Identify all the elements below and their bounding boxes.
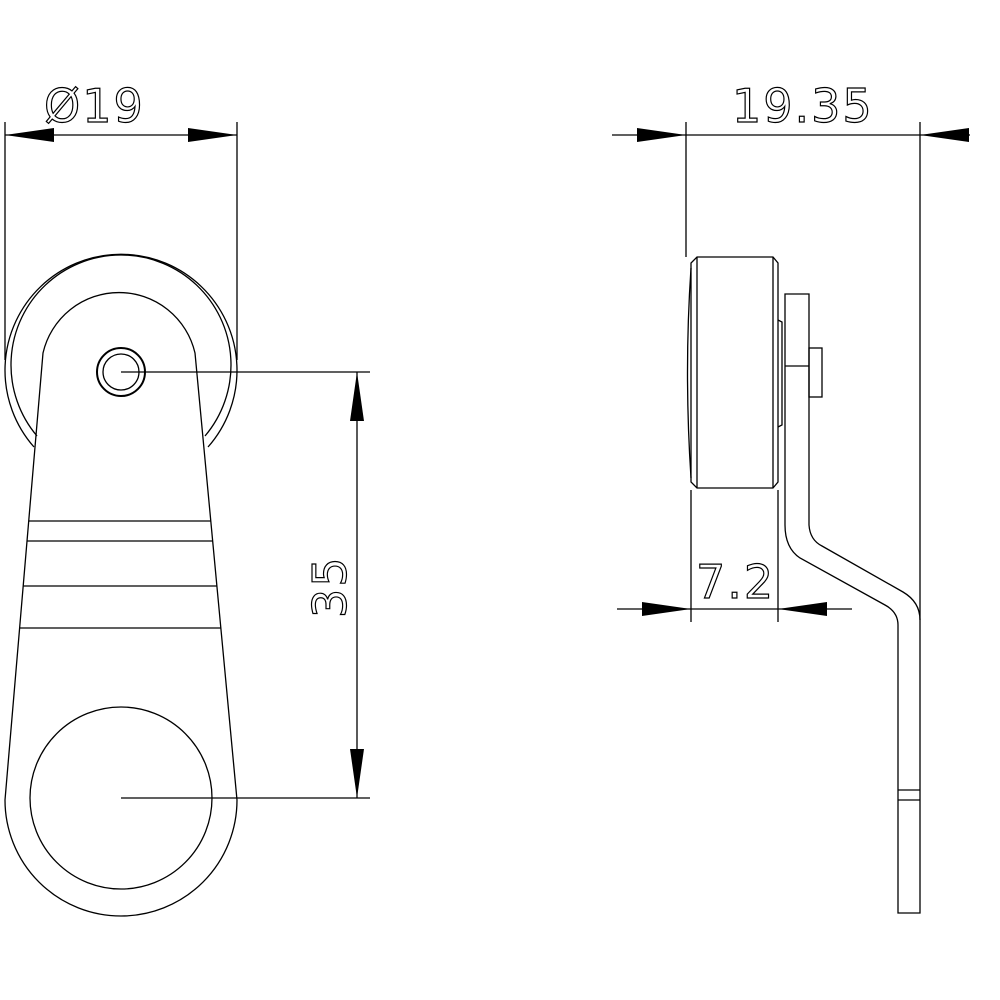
arrowhead (920, 128, 969, 142)
arrowhead (778, 602, 827, 616)
roller-outer-edge (4, 253, 238, 448)
dimension-label: 19.35 (732, 79, 874, 133)
dimension-wheel-diameter: Ø19 (4, 78, 238, 360)
dimension-label: Ø19 (44, 79, 145, 133)
arrowhead (188, 128, 237, 142)
side-view (686, 256, 921, 914)
roller-side (690, 256, 779, 489)
lever-arm-outline (4, 291, 238, 917)
dimension-label: 35 (303, 555, 357, 618)
front-view (4, 253, 238, 917)
arrowhead (5, 128, 54, 142)
dimension-overall-depth: 19.35 (612, 78, 970, 620)
arrowhead (637, 128, 686, 142)
axle-nut (808, 347, 823, 398)
arrowhead (350, 372, 364, 421)
dimension-label: 7.2 (696, 555, 775, 609)
bracket (784, 293, 921, 914)
roller-inner-edge (10, 254, 232, 437)
dimension-hole-spacing: 35 (121, 371, 370, 799)
dimension-wheel-width: 7.2 (617, 490, 852, 622)
arrowhead (350, 749, 364, 798)
arrowhead (642, 602, 691, 616)
